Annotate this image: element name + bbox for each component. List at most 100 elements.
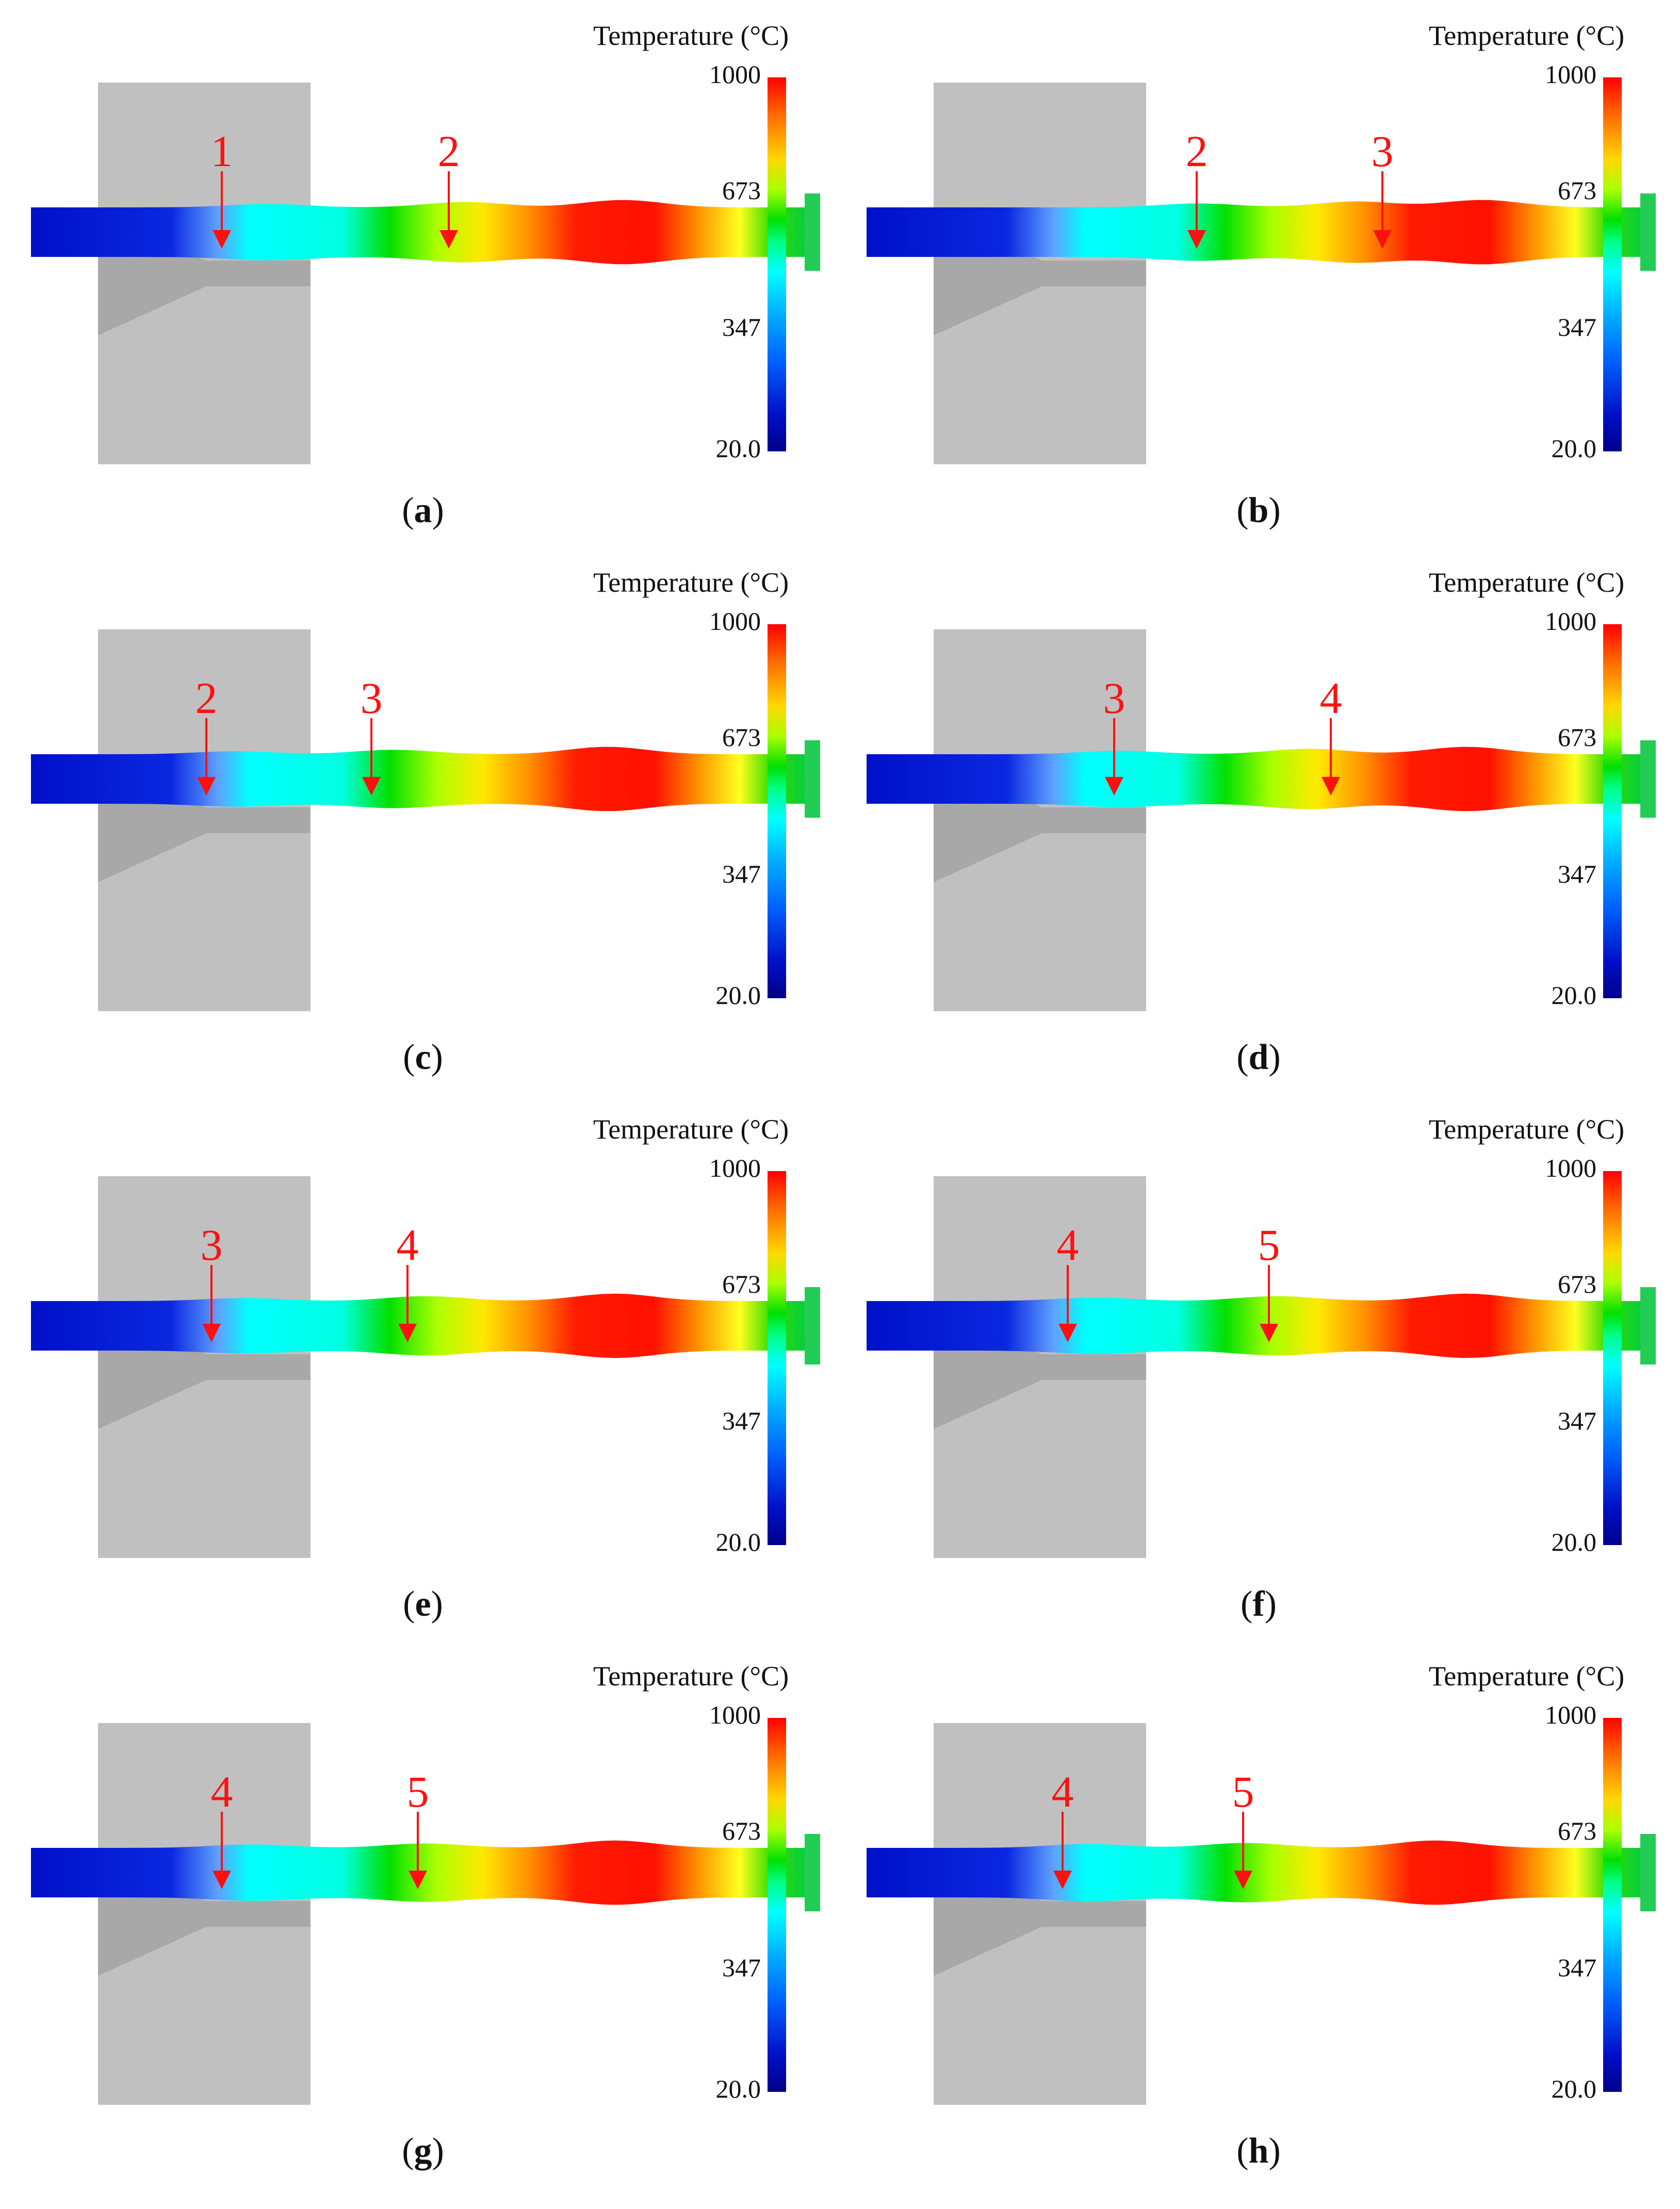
marker-label: 4 — [1051, 1767, 1074, 1816]
marker-shaft — [406, 1265, 409, 1327]
marker-shaft — [221, 1812, 223, 1874]
legend-colorbar — [768, 77, 786, 451]
legend-tick-20: 20.0 — [1551, 434, 1597, 463]
legend-colorbar — [1603, 624, 1622, 998]
marker-head — [1322, 777, 1340, 795]
marker-3: 3 — [1099, 676, 1130, 800]
legend-title: Temperature (°C) — [1429, 1661, 1625, 1692]
bar-end — [805, 740, 820, 818]
die — [98, 83, 311, 464]
marker-shaft — [370, 718, 372, 780]
marker-head — [197, 777, 216, 795]
legend-tick-20: 20.0 — [1551, 2074, 1597, 2103]
legend-tick-673: 673 — [1558, 1270, 1596, 1298]
legend-title: Temperature (°C) — [1429, 1114, 1625, 1145]
marker-shaft — [448, 171, 450, 233]
bar-end — [805, 1287, 820, 1365]
marker-label: 2 — [437, 126, 460, 176]
marker-head — [1234, 1871, 1252, 1889]
legend-tick-20: 20.0 — [715, 434, 761, 463]
marker-3: 3 — [356, 676, 387, 800]
legend-tick-20: 20.0 — [715, 1528, 761, 1556]
bar-end — [805, 193, 820, 271]
legend-colorbar — [768, 1718, 786, 2092]
marker-head — [1053, 1871, 1072, 1889]
marker-label: 4 — [210, 1767, 233, 1816]
legend-tick-20: 20.0 — [1551, 1528, 1597, 1556]
panel-caption: (d) — [1236, 1037, 1281, 1077]
legend-title: Temperature (°C) — [593, 20, 789, 51]
panel-f: 4 5 Temperature (°C) 1000 673 347 20.0 (… — [846, 1104, 1671, 1646]
legend-tick-1000: 1000 — [1545, 1154, 1596, 1182]
marker-head — [439, 230, 458, 249]
panel-caption: (c) — [403, 1037, 443, 1077]
legend-title: Temperature (°C) — [1429, 20, 1625, 51]
marker-shaft — [1196, 171, 1198, 233]
marker-4: 4 — [1052, 1223, 1083, 1346]
marker-head — [202, 1324, 221, 1342]
legend-tick-1000: 1000 — [709, 60, 761, 89]
legend-tick-347: 347 — [722, 1953, 761, 1982]
marker-head — [1105, 777, 1123, 795]
panel-a: 1 2 Temperature (°C) 1000 673 347 20.0 (… — [10, 10, 836, 552]
marker-label: 3 — [1103, 673, 1126, 723]
legend-tick-1000: 1000 — [709, 607, 761, 636]
legend-tick-20: 20.0 — [715, 2074, 761, 2103]
legend-colorbar — [1603, 1171, 1622, 1545]
legend-tick-1000: 1000 — [1545, 1700, 1596, 1729]
marker-5: 5 — [1228, 1769, 1259, 1893]
panel-c: 2 3 Temperature (°C) 1000 673 347 20.0 (… — [10, 557, 836, 1099]
legend-title: Temperature (°C) — [593, 1114, 789, 1145]
panel-caption: (b) — [1236, 491, 1281, 530]
legend-tick-1000: 1000 — [709, 1700, 761, 1729]
marker-5: 5 — [1253, 1223, 1284, 1346]
bar-body — [867, 200, 1645, 265]
legend-tick-347: 347 — [722, 1406, 761, 1435]
legend-tick-347: 347 — [1558, 1406, 1596, 1435]
bar-body — [31, 200, 810, 265]
legend-colorbar — [768, 624, 786, 998]
bar-end — [1640, 740, 1656, 818]
legend-tick-347: 347 — [1558, 1953, 1596, 1982]
bar-body — [31, 746, 810, 811]
legend-tick-673: 673 — [722, 723, 761, 752]
marker-4: 4 — [206, 1769, 237, 1893]
legend-tick-347: 347 — [722, 313, 761, 342]
marker-label: 3 — [1371, 126, 1394, 176]
legend-tick-347: 347 — [1558, 313, 1596, 342]
legend-tick-673: 673 — [722, 1270, 761, 1298]
bar-end — [1640, 1834, 1656, 1911]
bar-end — [805, 1834, 820, 1911]
marker-label: 4 — [1319, 673, 1342, 723]
panel-b: 2 3 Temperature (°C) 1000 673 347 20.0 (… — [846, 10, 1671, 552]
panel-h: 4 5 Temperature (°C) 1000 673 347 20.0 (… — [846, 1651, 1671, 2192]
bar-shape — [867, 740, 1656, 818]
panel-g: 4 5 Temperature (°C) 1000 673 347 20.0 (… — [10, 1651, 836, 2192]
marker-label: 4 — [396, 1220, 419, 1270]
marker-1: 1 — [206, 129, 237, 253]
panel-caption: (g) — [402, 2131, 444, 2171]
marker-label: 3 — [360, 673, 383, 723]
marker-label: 5 — [1232, 1767, 1254, 1816]
marker-label: 5 — [1258, 1220, 1280, 1270]
marker-4: 4 — [392, 1223, 423, 1346]
bar-end — [1640, 193, 1656, 271]
bar — [867, 165, 1656, 299]
marker-head — [1187, 230, 1206, 249]
legend-tick-1000: 1000 — [1545, 607, 1596, 636]
marker-shaft — [1381, 171, 1383, 233]
marker-label: 2 — [1185, 126, 1208, 176]
panel-caption: (h) — [1236, 2131, 1281, 2171]
legend-tick-673: 673 — [1558, 176, 1596, 205]
marker-head — [1058, 1324, 1077, 1342]
bar — [31, 712, 820, 846]
marker-shaft — [1330, 718, 1332, 780]
marker-shaft — [205, 718, 207, 780]
marker-2: 2 — [433, 129, 464, 253]
bar-shape — [867, 193, 1656, 271]
marker-2: 2 — [191, 676, 222, 800]
marker-label: 2 — [195, 673, 218, 723]
legend-tick-673: 673 — [722, 176, 761, 205]
legend-colorbar — [768, 1171, 786, 1545]
marker-label: 5 — [406, 1767, 429, 1816]
